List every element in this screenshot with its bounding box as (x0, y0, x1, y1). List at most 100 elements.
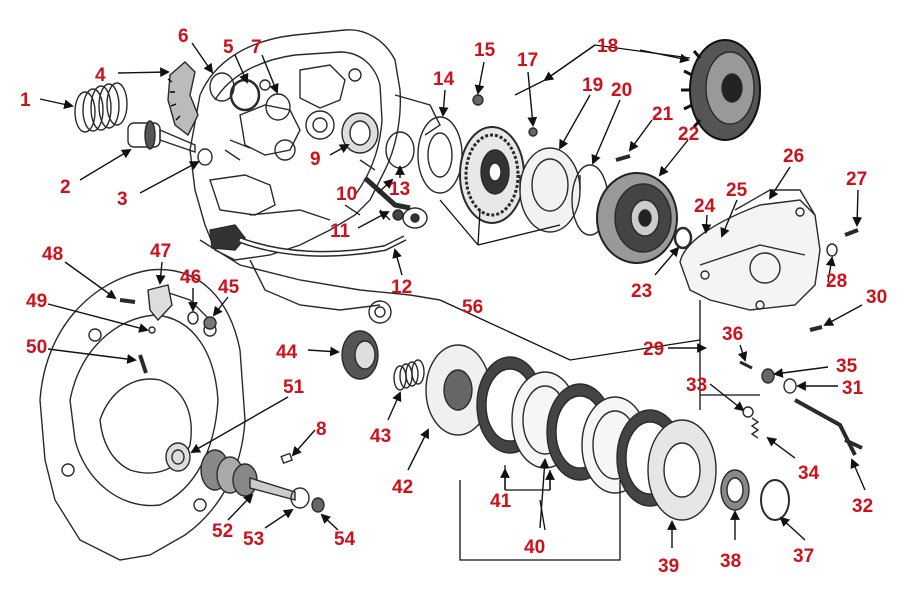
flywheel-part-22 (596, 172, 678, 264)
arrow-10 (377, 178, 394, 194)
ring-part-7 (265, 93, 291, 121)
arrow-15 (474, 61, 485, 95)
callout-3: 3 (117, 189, 128, 210)
lever-nut (392, 209, 404, 221)
callout-50: 50 (26, 337, 47, 358)
callout-51: 51 (283, 377, 305, 398)
callout-32: 32 (852, 496, 873, 517)
arrow-30 (823, 304, 863, 326)
callout-27: 27 (846, 169, 867, 190)
bolt-part-27 (844, 228, 859, 237)
arrow-44 (307, 346, 340, 357)
shift-lever (363, 176, 411, 211)
bolt-part-48 (119, 298, 136, 304)
arrow-42 (407, 428, 429, 471)
engine-line-art (39, 29, 863, 561)
arrow-25 (720, 199, 738, 238)
callout-24: 24 (694, 196, 716, 217)
gear-cluster-part-52 (200, 449, 296, 501)
arrow-21 (628, 119, 653, 152)
callout-56: 56 (462, 297, 483, 318)
clutch-lever-part-32 (794, 398, 857, 456)
circlip-part-37 (760, 479, 790, 521)
washer-part-53 (290, 487, 310, 509)
bushing-part-31 (783, 378, 797, 394)
arrow-9 (329, 144, 350, 156)
lower-crankcase (39, 268, 246, 561)
callout-48: 48 (42, 244, 63, 265)
arrow-20 (591, 99, 621, 165)
side-cover-part-26 (679, 189, 821, 311)
arrow-50 (47, 348, 137, 364)
arrow-28 (825, 256, 836, 283)
screw-part-50 (138, 354, 148, 374)
arrow-7 (261, 54, 279, 94)
callout-17: 17 (517, 50, 538, 71)
callout-13: 13 (389, 179, 410, 200)
callout-30: 30 (866, 287, 887, 308)
callout-23: 23 (631, 281, 652, 302)
arrow-4 (117, 67, 170, 78)
main-gear (459, 126, 525, 224)
spring-part-1 (74, 82, 128, 133)
arrow-32 (850, 458, 866, 491)
nut-part-45 (203, 316, 217, 330)
arrow-49 (47, 303, 149, 333)
callout-5: 5 (223, 37, 234, 58)
arrow-37 (779, 516, 806, 541)
arrow-19 (559, 94, 591, 150)
arrow-54 (320, 513, 339, 531)
spring-part-43 (393, 359, 425, 391)
callout-31: 31 (842, 378, 864, 399)
arrow-5 (234, 54, 249, 84)
arrow-24 (701, 214, 712, 234)
callout-34: 34 (798, 463, 820, 484)
arrow-23 (654, 246, 680, 276)
arrow-22 (658, 139, 689, 177)
arrow-18b (639, 49, 690, 64)
callout-26: 26 (783, 146, 804, 167)
callout-37: 37 (793, 546, 814, 567)
callout-41: 41 (490, 491, 512, 512)
arrow-36 (737, 344, 748, 362)
clutch-hub-part-44 (341, 330, 379, 380)
o-ring-part-33 (742, 406, 754, 418)
bearing-part-9 (341, 112, 379, 154)
callout-49: 49 (26, 291, 47, 312)
arrow-26 (768, 166, 791, 200)
arrow-3 (139, 161, 200, 194)
arrow-6 (191, 42, 214, 74)
nut-ring-part-38 (720, 469, 750, 511)
callout-8: 8 (316, 419, 327, 440)
arrow-34 (766, 436, 796, 459)
callout-9: 9 (310, 149, 321, 170)
arrow-18 (543, 44, 596, 82)
callout-44: 44 (276, 342, 298, 363)
callout-6: 6 (178, 26, 189, 47)
arrow-2 (79, 148, 132, 181)
callout-29: 29 (643, 339, 664, 360)
callout-4: 4 (95, 65, 106, 86)
callout-42: 42 (392, 477, 413, 498)
washer-part-49 (148, 326, 156, 334)
callout-19: 19 (582, 75, 603, 96)
callout-36: 36 (722, 324, 743, 345)
callout-54: 54 (334, 529, 356, 550)
pin-part-8 (280, 452, 293, 465)
arrow-8 (291, 429, 316, 457)
callout-52: 52 (212, 521, 233, 542)
bushing-part-35 (761, 368, 775, 384)
callout-10: 10 (336, 184, 357, 205)
clutch-drum-part-19 (519, 147, 581, 233)
washer-part-3 (197, 148, 213, 166)
arrow-27 (852, 189, 863, 227)
callout-45: 45 (218, 277, 240, 298)
callout-11: 11 (330, 221, 351, 242)
callout-28: 28 (826, 271, 847, 292)
seal-part-23 (673, 226, 693, 250)
washer-part-28 (826, 243, 838, 257)
arrow-33 (709, 383, 745, 412)
callout-15: 15 (474, 40, 496, 61)
ring-part-5 (229, 78, 261, 112)
